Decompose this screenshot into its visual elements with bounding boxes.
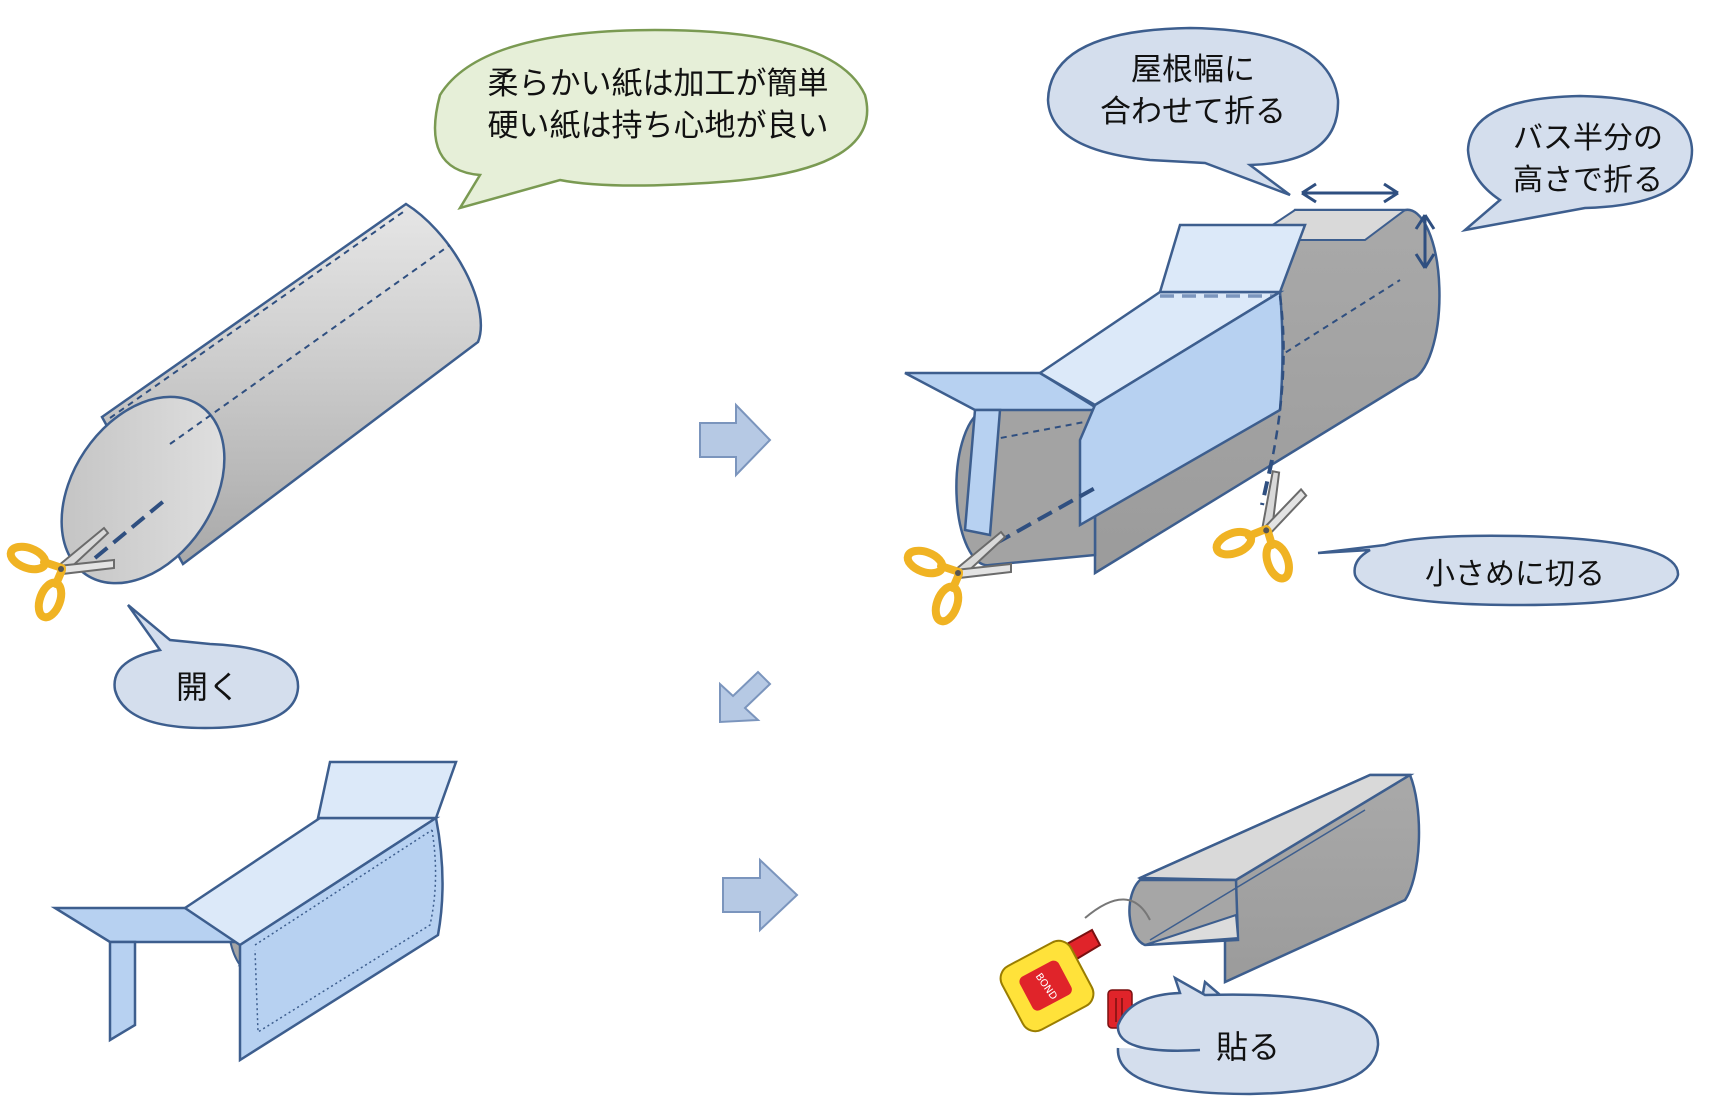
bubble-half-height-line2: 高さで折る	[1513, 163, 1663, 198]
arrow-icon-step1-to-2	[699, 402, 772, 478]
bubble-roof-width-line1: 屋根幅に	[1131, 52, 1255, 88]
bubble-roof-width-line2: 合わせて折る	[1100, 94, 1286, 130]
step1-cylinder	[8, 202, 483, 620]
double-arrow-icon-width	[1301, 182, 1399, 204]
bubble-open: 開く	[113, 604, 300, 730]
bubble-cut-small: 小さめに切る	[1317, 534, 1680, 607]
bubble-glue: 貼る	[1116, 975, 1380, 1096]
bubble-glue-text: 貼る	[1216, 1028, 1280, 1066]
bubble-half-height: バス半分の 高さで折る	[1460, 94, 1694, 233]
double-arrow-icon-height	[1414, 214, 1436, 269]
arrow-icon-step3-to-4	[722, 857, 799, 933]
bubble-half-height-line1: バス半分の	[1513, 121, 1663, 156]
bubble-open-text: 開く	[176, 668, 240, 706]
step4-finished: BOND	[999, 773, 1421, 1033]
glue-bottle-icon: BOND	[999, 898, 1151, 1033]
step2-folded	[905, 182, 1441, 624]
bubble-roof-width: 屋根幅に 合わせて折る	[1046, 26, 1340, 197]
scissors-icon-left	[905, 532, 1011, 624]
bubble-paper-tip-line1: 柔らかい紙は加工が簡単	[488, 66, 829, 102]
step3-unfolded	[50, 760, 458, 1063]
bubble-cut-small-text: 小さめに切る	[1425, 557, 1605, 592]
bubble-paper-tip-line2: 硬い紙は持ち心地が良い	[488, 108, 829, 144]
arrow-icon-step2-to-3	[719, 670, 772, 724]
bubble-paper-tip: 柔らかい紙は加工が簡単 硬い紙は持ち心地が良い	[433, 28, 869, 211]
